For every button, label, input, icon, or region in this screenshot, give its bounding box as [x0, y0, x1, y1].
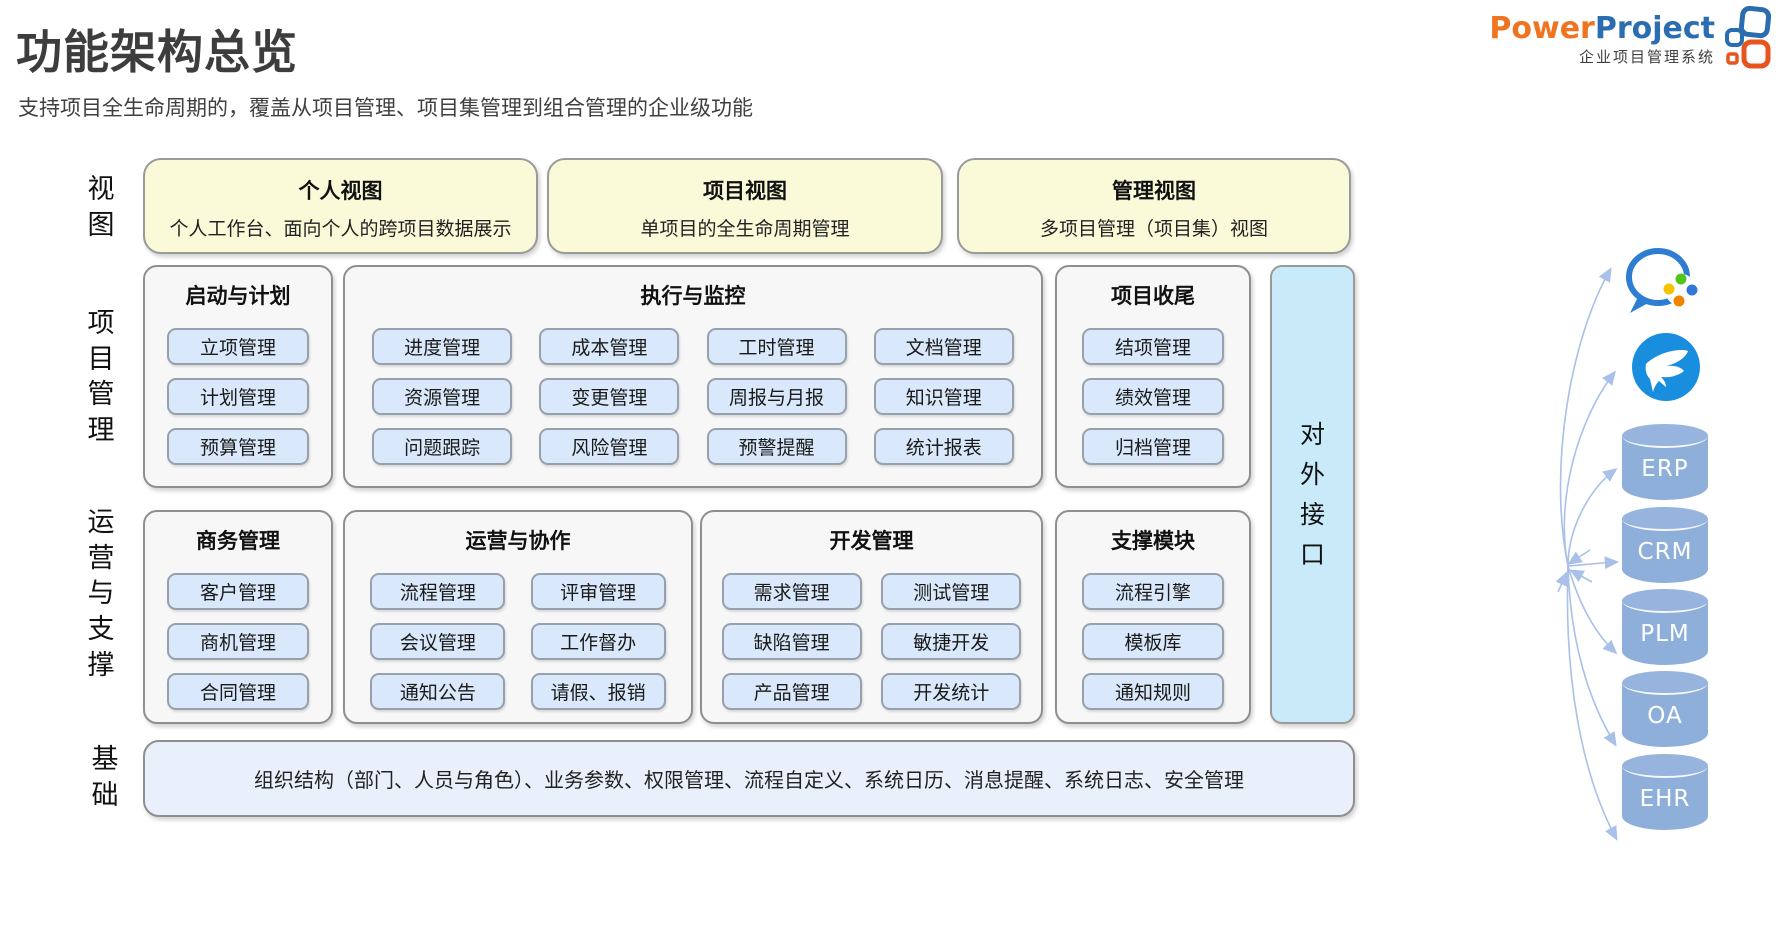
external-interface-bar: 对外接口	[1270, 265, 1355, 724]
group-support-modules: 支撑模块 流程引擎 模板库 通知规则	[1055, 510, 1251, 724]
view-card-title: 管理视图	[1112, 179, 1196, 203]
brand-mark-icon	[1725, 6, 1772, 69]
db-label: ERP	[1641, 456, 1689, 482]
db-label: OA	[1647, 703, 1683, 729]
module-chip: 结项管理	[1082, 328, 1224, 365]
db-label: EHR	[1639, 786, 1691, 812]
module-chip: 开发统计	[881, 673, 1022, 710]
brand-tagline: 企业项目管理系统	[1578, 48, 1715, 66]
group-business-mgmt: 商务管理 客户管理 商机管理 合同管理	[143, 510, 333, 724]
group-project-closing: 项目收尾 结项管理 绩效管理 归档管理	[1055, 265, 1251, 488]
db-cylinder-oa: OA	[1622, 671, 1708, 747]
view-card-desc: 单项目的全生命周期管理	[640, 218, 850, 240]
row-label-views: 视图	[87, 174, 115, 241]
module-chip: 敏捷开发	[881, 623, 1022, 660]
row-label-foundation: 基础	[91, 744, 119, 811]
group-title: 商务管理	[196, 529, 280, 553]
group-title: 支撑模块	[1111, 529, 1195, 553]
db-cylinder-plm: PLM	[1622, 589, 1708, 665]
module-chip: 成本管理	[539, 328, 680, 365]
module-chip: 风险管理	[539, 428, 680, 465]
module-chip: 资源管理	[372, 378, 513, 415]
view-card-management: 管理视图 多项目管理（项目集）视图	[957, 158, 1351, 254]
db-label: PLM	[1640, 621, 1690, 647]
module-chip: 归档管理	[1082, 428, 1224, 465]
external-interface-label: 对外接口	[1299, 419, 1325, 569]
module-chip: 计划管理	[167, 378, 309, 415]
module-chip: 预警提醒	[706, 428, 847, 465]
view-card-personal: 个人视图 个人工作台、面向个人的跨项目数据展示	[143, 158, 538, 254]
brand-name: PowerProject	[1460, 12, 1715, 45]
module-chip: 测试管理	[881, 573, 1022, 610]
row-label-ops: 运营与支撑	[87, 507, 115, 681]
module-chip: 统计报表	[873, 428, 1014, 465]
module-chip: 预算管理	[167, 428, 309, 465]
module-chip: 产品管理	[721, 673, 862, 710]
module-chip: 流程引擎	[1082, 573, 1224, 610]
view-card-desc: 多项目管理（项目集）视图	[1039, 218, 1268, 240]
group-title: 运营与协作	[465, 529, 571, 553]
module-chip: 立项管理	[167, 328, 309, 365]
module-chip: 知识管理	[873, 378, 1014, 415]
group-dev-mgmt: 开发管理 需求管理 测试管理 缺陷管理 敏捷开发 产品管理 开发统计	[700, 510, 1043, 724]
module-chip: 流程管理	[370, 573, 506, 610]
module-chip: 通知规则	[1082, 673, 1224, 710]
module-chip: 文档管理	[873, 328, 1014, 365]
module-chip: 缺陷管理	[721, 623, 862, 660]
page-title: 功能架构总览	[16, 25, 298, 79]
group-title: 启动与计划	[185, 284, 291, 308]
group-execution-monitoring: 执行与监控 进度管理 成本管理 工时管理 文档管理 资源管理 变更管理 周报与月…	[343, 265, 1043, 488]
db-cylinder-ehr: EHR	[1622, 754, 1708, 830]
view-card-project: 项目视图 单项目的全生命周期管理	[547, 158, 943, 254]
module-chip: 进度管理	[372, 328, 513, 365]
wechat-work-icon	[1626, 248, 1698, 313]
module-chip: 评审管理	[530, 573, 666, 610]
group-title: 执行与监控	[640, 284, 746, 308]
module-chip: 变更管理	[539, 378, 680, 415]
foundation-text: 组织结构（部门、人员与角色）、业务参数、权限管理、流程自定义、系统日历、消息提醒…	[254, 768, 1244, 792]
group-title: 项目收尾	[1111, 284, 1195, 308]
module-chip: 通知公告	[370, 673, 506, 710]
db-cylinder-crm: CRM	[1622, 507, 1708, 583]
module-chip: 工作督办	[530, 623, 666, 660]
db-cylinder-erp: ERP	[1622, 424, 1708, 500]
brand-power-text: Power	[1489, 11, 1595, 46]
view-card-desc: 个人工作台、面向个人的跨项目数据展示	[169, 218, 512, 240]
module-chip: 会议管理	[370, 623, 506, 660]
foundation-bar: 组织结构（部门、人员与角色）、业务参数、权限管理、流程自定义、系统日历、消息提醒…	[143, 740, 1355, 817]
page-subtitle: 支持项目全生命周期的，覆盖从项目管理、项目集管理到组合管理的企业级功能	[18, 96, 753, 120]
module-chip: 工时管理	[706, 328, 847, 365]
module-chip: 模板库	[1082, 623, 1224, 660]
view-card-title: 项目视图	[703, 179, 787, 203]
db-label: CRM	[1637, 539, 1693, 565]
dingtalk-icon	[1632, 333, 1700, 401]
module-chip: 需求管理	[721, 573, 862, 610]
module-chip: 客户管理	[167, 573, 309, 610]
group-title: 开发管理	[829, 529, 914, 553]
brand-logo: PowerProject 企业项目管理系统	[1460, 12, 1715, 66]
row-label-project: 项目管理	[87, 308, 115, 446]
brand-project-text: Project	[1594, 11, 1715, 46]
view-card-title: 个人视图	[298, 179, 383, 203]
integration-arrows	[1555, 267, 1620, 841]
module-chip: 合同管理	[167, 673, 309, 710]
module-chip: 周报与月报	[706, 378, 847, 415]
group-ops-collaboration: 运营与协作 流程管理 评审管理 会议管理 工作督办 通知公告 请假、报销	[343, 510, 693, 724]
module-chip: 商机管理	[167, 623, 309, 660]
module-chip: 问题跟踪	[372, 428, 513, 465]
module-chip: 请假、报销	[530, 673, 666, 710]
module-chip: 绩效管理	[1082, 378, 1224, 415]
group-initiation-planning: 启动与计划 立项管理 计划管理 预算管理	[143, 265, 333, 488]
